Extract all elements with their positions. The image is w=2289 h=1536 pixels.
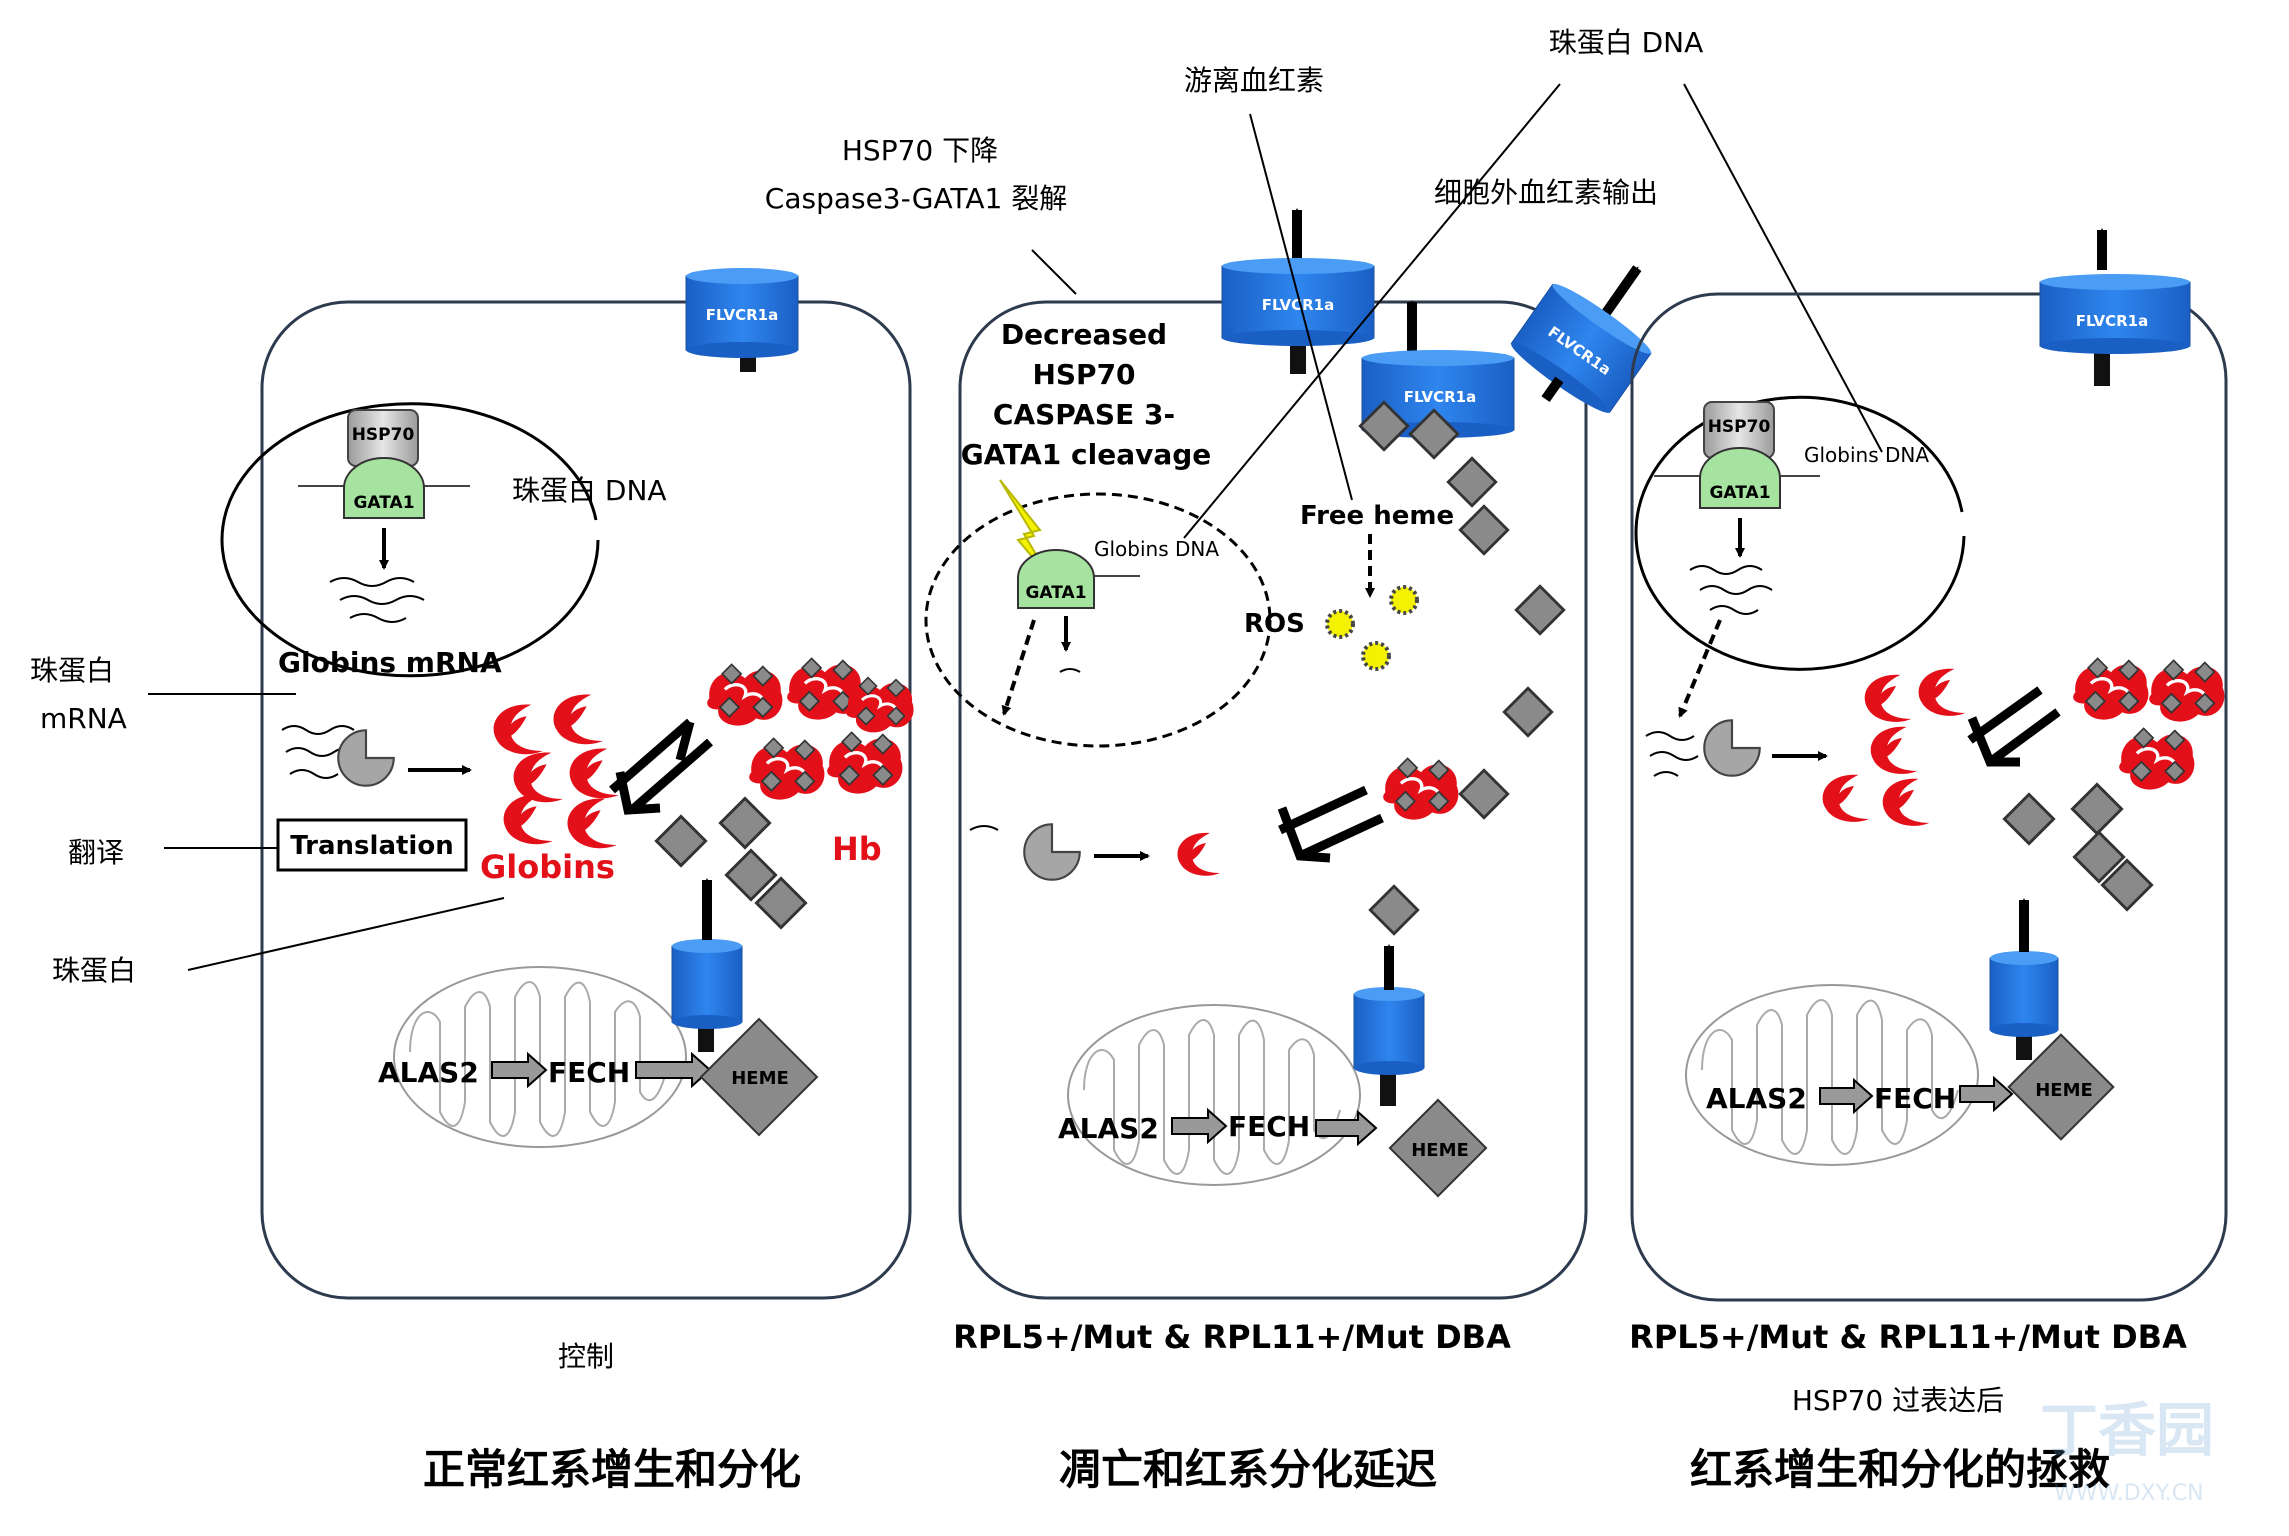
- globins-cluster: [493, 694, 619, 849]
- flvcr1a-transporter-dba-3: FLVCR1a: [1510, 265, 1652, 413]
- decreased-label: HSP70: [1032, 358, 1135, 391]
- flvcr-label: FLVCR1a: [706, 306, 778, 324]
- ribosome-icon: [1703, 719, 1761, 777]
- annotation-heme-export: 细胞外血红素输出: [1434, 176, 1658, 209]
- ribosome-icon: [337, 729, 395, 787]
- globins-cluster: [1822, 668, 1966, 826]
- heme-square: [654, 814, 708, 868]
- hsp70-gata1-complex: HSP70 GATA1: [298, 409, 470, 623]
- assembly-arrow: [1967, 686, 2061, 767]
- heme-label: HEME: [1411, 1140, 1469, 1161]
- side-label-mrna-2: mRNA: [40, 702, 127, 735]
- watermark: 丁香园 WWW.DXY.CN: [2040, 1396, 2214, 1506]
- side-label-globin: 珠蛋白: [52, 954, 136, 987]
- hb-label: Hb: [832, 830, 882, 868]
- flvcr1a-transporter-rescue: FLVCR1a: [2039, 228, 2191, 386]
- ros-particles: [1325, 585, 1419, 671]
- flvcr-label: FLVCR1a: [1404, 388, 1476, 406]
- cell-membrane-control: [260, 300, 912, 1300]
- fech-label: FECH: [1228, 1110, 1310, 1143]
- condition-label: RPL5+/Mut & RPL11+/Mut DBA: [1629, 1318, 2187, 1356]
- panel-rescue: FLVCR1a HSP70 GATA1 Globins DNA: [1629, 228, 2228, 1494]
- decreased-label: Decreased: [1001, 318, 1167, 351]
- nucleus-rescue: [1634, 395, 1966, 671]
- heme-diamond: [2007, 1033, 2115, 1141]
- mitochondrion: [1685, 984, 1979, 1166]
- flvcr1a-transporter-dba-1: FLVCR1a: [1221, 208, 1375, 374]
- decreased-label: GATA1 cleavage: [961, 438, 1212, 471]
- mitochondrion: [1067, 1004, 1361, 1186]
- heme-label: HEME: [731, 1068, 789, 1089]
- alas2-label: ALAS2: [378, 1056, 479, 1089]
- hsp70-label: HSP70: [1708, 417, 1771, 437]
- annotation-globin-dna: 珠蛋白 DNA: [1549, 26, 1704, 59]
- globins-dna-label: Globins DNA: [1094, 537, 1219, 561]
- globins-mrna-label: Globins mRNA: [278, 646, 502, 679]
- gata1-label: GATA1: [353, 493, 414, 513]
- flvcr-label: FLVCR1a: [1262, 296, 1334, 314]
- globins-label: Globins: [480, 848, 615, 886]
- globin-icon: [1177, 832, 1220, 876]
- heme-diamond: [1388, 1098, 1488, 1198]
- fech-label: FECH: [1874, 1082, 1956, 1115]
- annotation-caspase: Caspase3-GATA1 裂解: [765, 182, 1067, 215]
- ros-label: ROS: [1244, 609, 1305, 639]
- nucleus-control: [220, 402, 600, 678]
- condition-label: 控制: [558, 1340, 614, 1373]
- cell-membrane-rescue: [1630, 292, 2228, 1302]
- nucleus-dba: [924, 492, 1272, 748]
- free-heme-label: Free heme: [1300, 501, 1454, 531]
- panel-title: 红系增生和分化的拯救: [1690, 1445, 2110, 1494]
- heme-square: [718, 796, 772, 850]
- flvcr1a-transporter-control: FLVCR1a: [685, 268, 799, 372]
- watermark-url: WWW.DXY.CN: [2054, 1481, 2204, 1506]
- flvcr-label: FLVCR1a: [2076, 312, 2148, 330]
- heme-diamond: [699, 1017, 819, 1137]
- assembly-arrow: [609, 718, 713, 815]
- hemoglobin-cluster: [2071, 656, 2227, 792]
- panel-title: 凋亡和红系分化延迟: [1059, 1445, 1437, 1494]
- hemoglobin-icon: [1381, 756, 1461, 822]
- heme-square: [2070, 782, 2124, 836]
- translation-label: Translation: [290, 831, 453, 861]
- side-label-mrna: 珠蛋白: [30, 654, 114, 687]
- side-label-translation: 翻译: [68, 836, 124, 869]
- panel-control: FLVCR1a HSP70 GATA1 珠蛋白 DNA Globins mRNA…: [30, 268, 916, 1494]
- panel-dba: FLVCR1a FLVCR1a FLVCR1a Decreased HSP70 …: [765, 26, 1883, 1494]
- gata1-label: GATA1: [1709, 483, 1770, 503]
- translation-box: [276, 818, 468, 872]
- fech-label: FECH: [548, 1056, 630, 1089]
- annotation-hsp70: HSP70 下降: [842, 134, 998, 167]
- heme-square: [2002, 792, 2056, 846]
- hemoglobin-cluster: [705, 656, 916, 802]
- globins-dna-label: Globins DNA: [1804, 443, 1929, 467]
- annotation-free-heme: 游离血红素: [1184, 64, 1324, 97]
- panel-title: 正常红系增生和分化: [423, 1445, 801, 1494]
- gata1-label: GATA1: [1025, 583, 1086, 603]
- sub-label: HSP70 过表达后: [1792, 1384, 2004, 1417]
- alas2-label: ALAS2: [1058, 1112, 1159, 1145]
- condition-label: RPL5+/Mut & RPL11+/Mut DBA: [953, 1318, 1511, 1356]
- ribosome-icon: [1023, 823, 1081, 881]
- hsp70-label: HSP70: [352, 425, 415, 445]
- free-heme-squares: [1358, 400, 1566, 936]
- watermark-brand: 丁香园: [2040, 1396, 2214, 1464]
- assembly-arrow: [1277, 785, 1384, 863]
- heme-label: HEME: [2035, 1080, 2093, 1101]
- alas2-label: ALAS2: [1706, 1082, 1807, 1115]
- decreased-label: CASPASE 3-: [993, 398, 1175, 431]
- globin-dna-callout: 珠蛋白 DNA: [512, 474, 667, 507]
